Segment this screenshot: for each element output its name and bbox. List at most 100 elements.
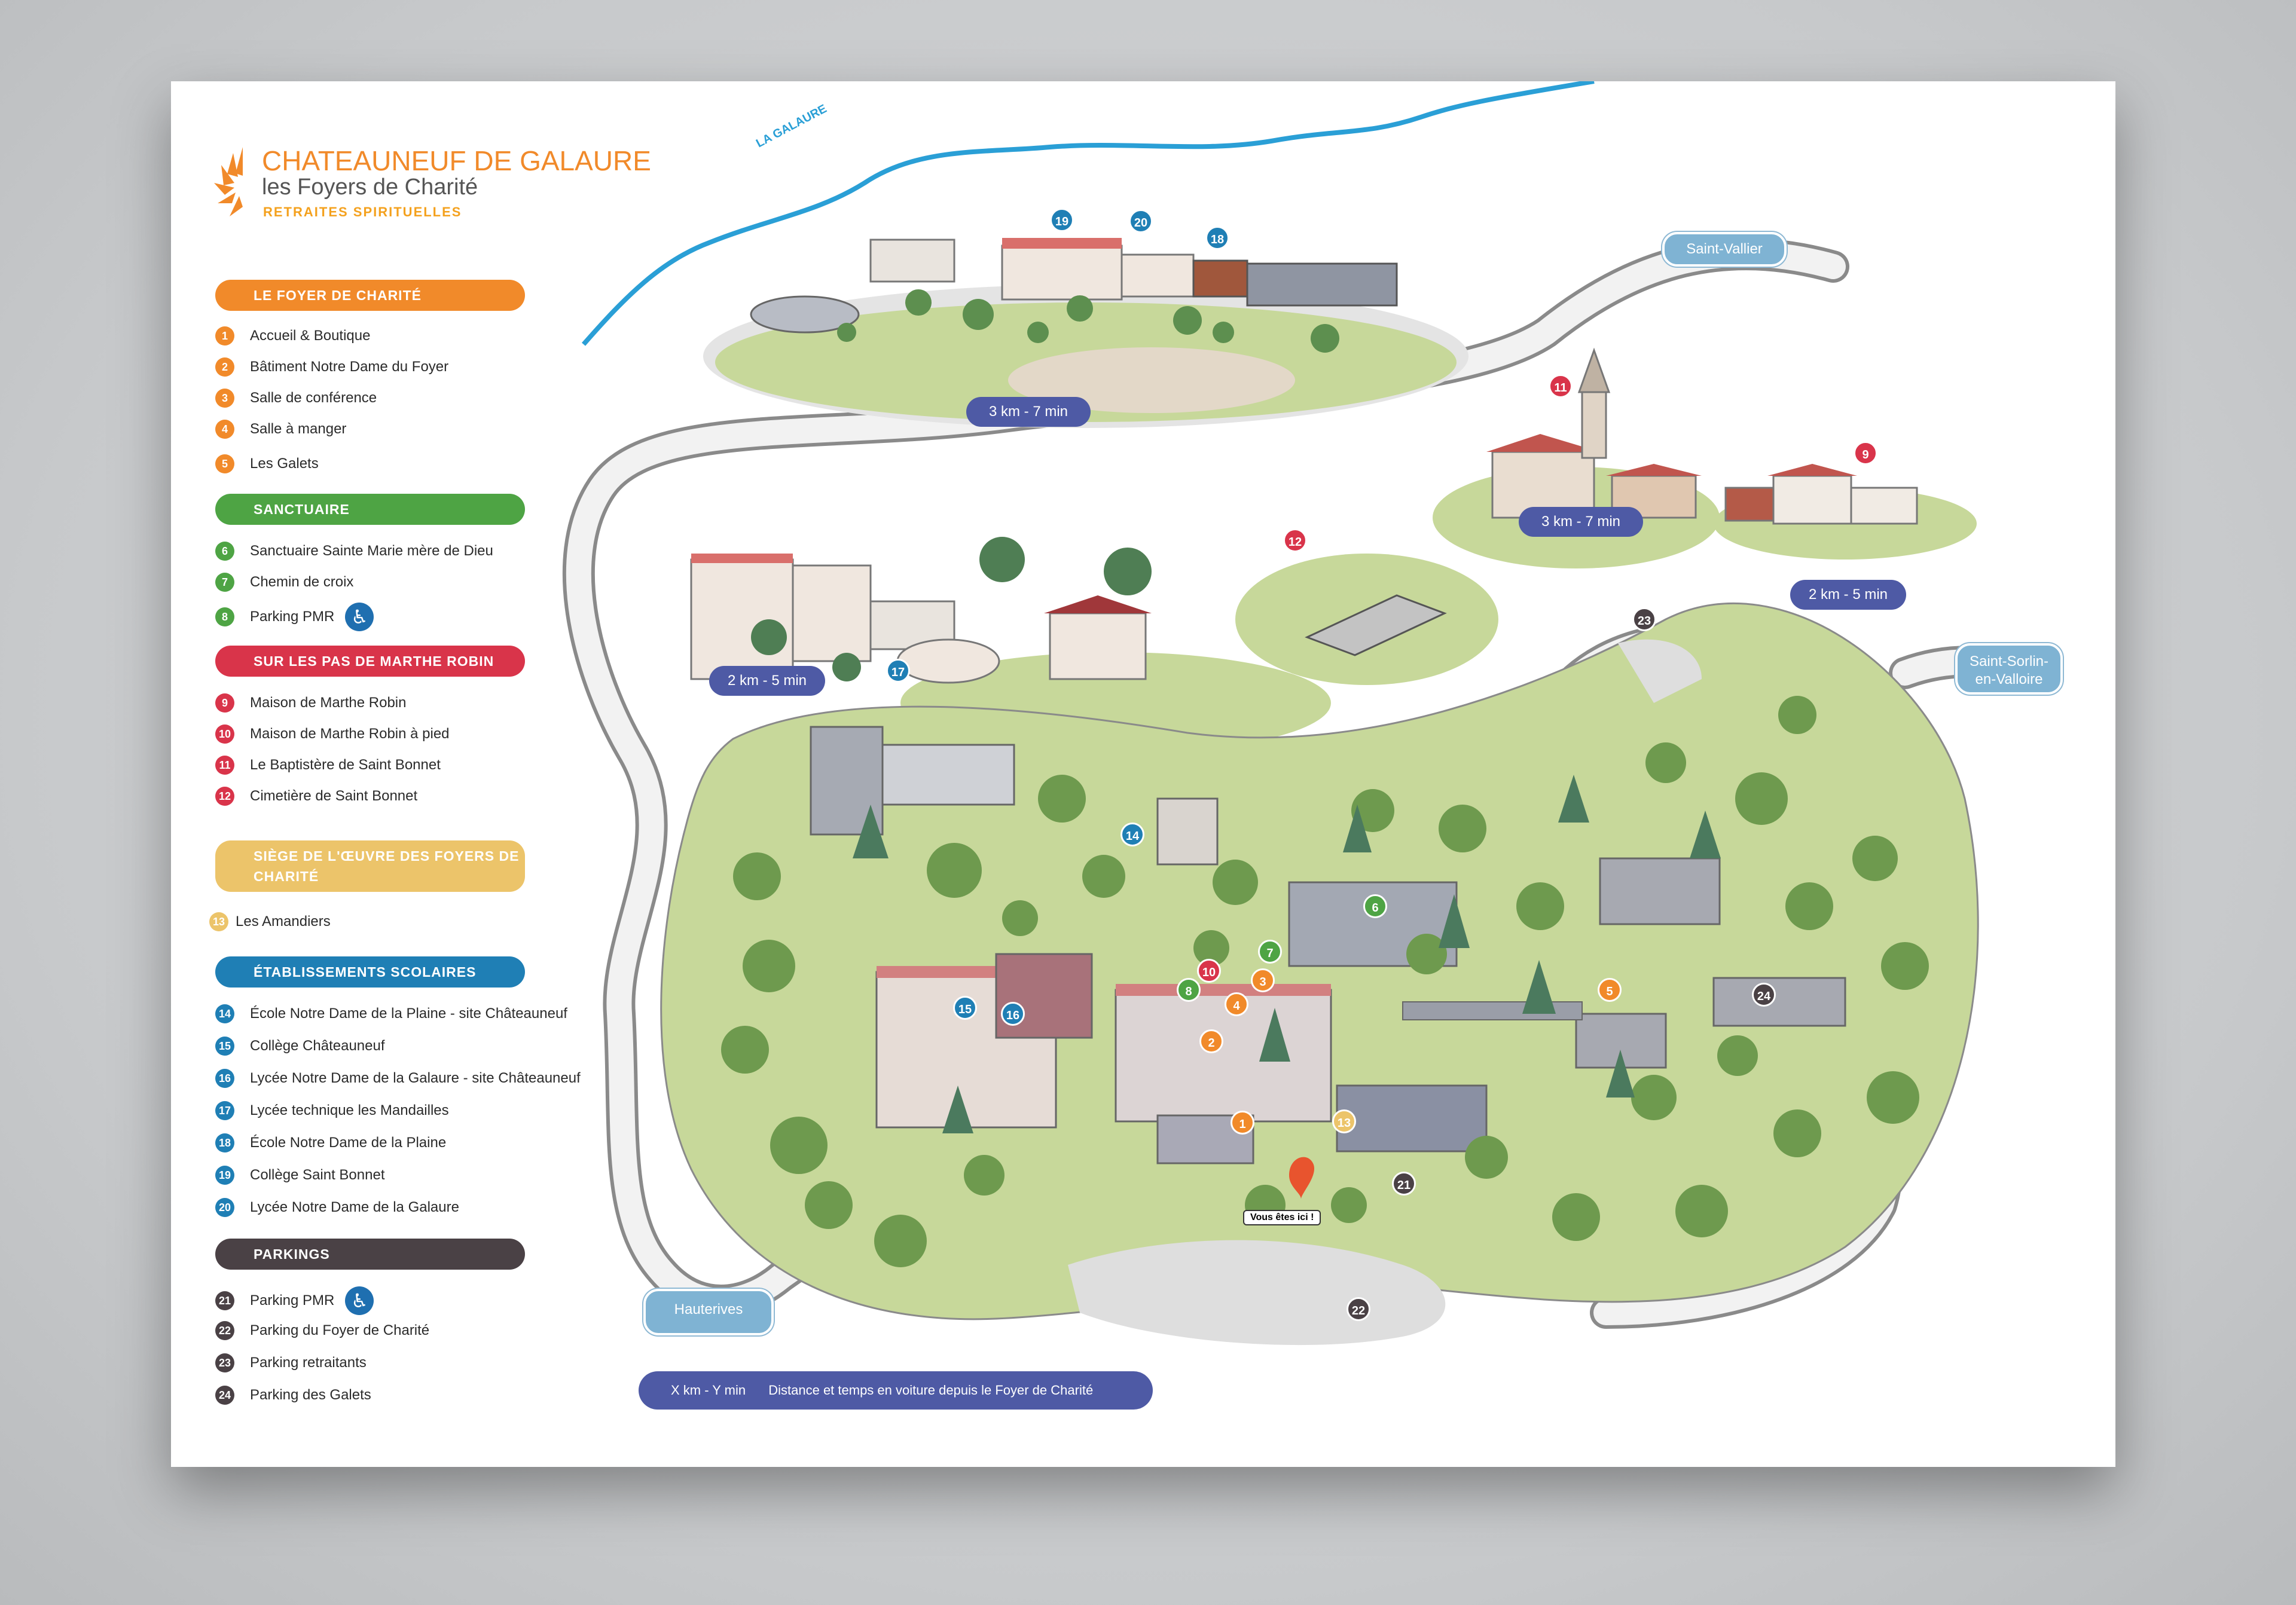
legend-category-scolaires: ÉTABLISSEMENTS SCOLAIRES bbox=[215, 956, 525, 988]
map-marker-14[interactable]: 14 bbox=[1120, 823, 1144, 846]
legend-label: Chemin de croix bbox=[250, 574, 354, 590]
legend-number: 17 bbox=[215, 1101, 234, 1120]
legend-item-10[interactable]: 10 Maison de Marthe Robin à pied bbox=[215, 724, 450, 746]
logo-tagline: RETRAITES SPIRITUELLES bbox=[263, 204, 462, 219]
legend-label: Parking PMR bbox=[250, 609, 335, 625]
map-marker-6[interactable]: 6 bbox=[1363, 894, 1387, 918]
logo-title: CHATEAUNEUF DE GALAURE bbox=[262, 145, 651, 176]
legend-number: 18 bbox=[215, 1133, 234, 1152]
legend-number: 4 bbox=[215, 420, 234, 439]
legend-label: École Notre Dame de la Plaine bbox=[250, 1135, 447, 1151]
map-marker-3[interactable]: 3 bbox=[1251, 968, 1275, 992]
legend-label: Parking retraitants bbox=[250, 1355, 367, 1371]
map-marker-17[interactable]: 17 bbox=[886, 659, 910, 683]
cemetery-illustration bbox=[1235, 554, 1498, 685]
legend-item-6[interactable]: 6 Sanctuaire Sainte Marie mère de Dieu bbox=[215, 542, 493, 563]
town-name-line1: Saint-Sorlin- bbox=[1969, 653, 2049, 669]
map-marker-16[interactable]: 16 bbox=[1001, 1002, 1025, 1026]
legend-item-4[interactable]: 4 Salle à manger bbox=[215, 420, 346, 441]
legend-number: 10 bbox=[215, 724, 234, 744]
legend-item-16[interactable]: 16 Lycée Notre Dame de la Galaure - site … bbox=[215, 1069, 581, 1090]
legend-category-foyer: LE FOYER DE CHARITÉ bbox=[215, 280, 525, 311]
legend-category-marthe-robin: SUR LES PAS DE MARTHE ROBIN bbox=[215, 646, 525, 677]
distance-key-text: Distance et temps en voiture depuis le F… bbox=[768, 1383, 1094, 1398]
map-marker-9[interactable]: 9 bbox=[1854, 441, 1877, 465]
top-campus-illustration bbox=[703, 238, 1468, 428]
legend-number: 16 bbox=[215, 1069, 234, 1088]
legend-number: 15 bbox=[215, 1037, 234, 1056]
map-marker-18[interactable]: 18 bbox=[1205, 226, 1229, 250]
legend-number: 22 bbox=[215, 1321, 234, 1340]
map-marker-8[interactable]: 8 bbox=[1177, 978, 1201, 1002]
map-marker-19[interactable]: 19 bbox=[1050, 208, 1074, 232]
legend-number: 24 bbox=[215, 1386, 234, 1405]
maison-marthe-robin-illustration bbox=[1714, 464, 1977, 560]
legend-label: École Notre Dame de la Plaine - site Châ… bbox=[250, 1005, 567, 1022]
legend-label: Le Baptistère de Saint Bonnet bbox=[250, 757, 441, 773]
town-hauterives[interactable]: Hauterives bbox=[643, 1289, 774, 1335]
legend-item-23[interactable]: 23 Parking retraitants bbox=[215, 1353, 367, 1375]
legend-label: Lycée Notre Dame de la Galaure - site Ch… bbox=[250, 1070, 581, 1086]
town-saint-vallier[interactable]: Saint-Vallier bbox=[1662, 232, 1787, 267]
legend-number: 6 bbox=[215, 542, 234, 561]
map-marker-23[interactable]: 23 bbox=[1632, 607, 1656, 631]
map-marker-7[interactable]: 7 bbox=[1258, 940, 1282, 964]
map-marker-11[interactable]: 11 bbox=[1549, 374, 1573, 398]
you-are-here-label: Vous êtes ici ! bbox=[1243, 1210, 1321, 1225]
map-marker-2[interactable]: 2 bbox=[1199, 1029, 1223, 1053]
logo: CHATEAUNEUF DE GALAURE les Foyers de Cha… bbox=[209, 141, 664, 279]
legend-item-24[interactable]: 24 Parking des Galets bbox=[215, 1386, 371, 1407]
legend-number: 8 bbox=[215, 607, 234, 626]
map-marker-10[interactable]: 10 bbox=[1197, 959, 1221, 983]
legend-number: 23 bbox=[215, 1353, 234, 1372]
location-pin-icon bbox=[1289, 1157, 1315, 1199]
legend-item-18[interactable]: 18 École Notre Dame de la Plaine bbox=[215, 1133, 446, 1155]
legend-number: 20 bbox=[215, 1198, 234, 1217]
legend-label: Maison de Marthe Robin bbox=[250, 695, 407, 711]
legend-category-sanctuaire: SANCTUAIRE bbox=[215, 494, 525, 525]
map-marker-22[interactable]: 22 bbox=[1347, 1297, 1370, 1321]
map-marker-21[interactable]: 21 bbox=[1392, 1172, 1416, 1196]
river-galaure bbox=[581, 81, 1595, 346]
map-marker-20[interactable]: 20 bbox=[1129, 209, 1153, 233]
map-marker-1[interactable]: 1 bbox=[1231, 1111, 1254, 1135]
distance-lycee: 2 km - 5 min bbox=[709, 666, 825, 696]
legend-label: Bâtiment Notre Dame du Foyer bbox=[250, 359, 449, 375]
legend-label: Les Galets bbox=[250, 455, 319, 472]
legend-label: Salle à manger bbox=[250, 421, 347, 437]
sun-logo-icon bbox=[214, 147, 243, 216]
legend-label: Maison de Marthe Robin à pied bbox=[250, 726, 450, 742]
logo-subtitle: les Foyers de Charité bbox=[262, 175, 478, 200]
legend-label: Sanctuaire Sainte Marie mère de Dieu bbox=[250, 543, 493, 559]
legend-number: 3 bbox=[215, 389, 234, 408]
map-marker-5[interactable]: 5 bbox=[1598, 978, 1622, 1002]
map-marker-13[interactable]: 13 bbox=[1332, 1109, 1356, 1133]
map-marker-15[interactable]: 15 bbox=[953, 996, 977, 1020]
legend-label: Accueil & Boutique bbox=[250, 328, 371, 344]
legend-label: Parking des Galets bbox=[250, 1387, 371, 1403]
town-saint-sorlin[interactable]: Saint-Sorlin- en-Valloire bbox=[1955, 643, 2063, 695]
town-name-line2: en-Valloire bbox=[1975, 671, 2043, 687]
map-marker-24[interactable]: 24 bbox=[1752, 983, 1776, 1007]
distance-church: 3 km - 7 min bbox=[1519, 507, 1643, 537]
map-marker-4[interactable]: 4 bbox=[1225, 992, 1248, 1016]
map-marker-12[interactable]: 12 bbox=[1283, 528, 1307, 552]
